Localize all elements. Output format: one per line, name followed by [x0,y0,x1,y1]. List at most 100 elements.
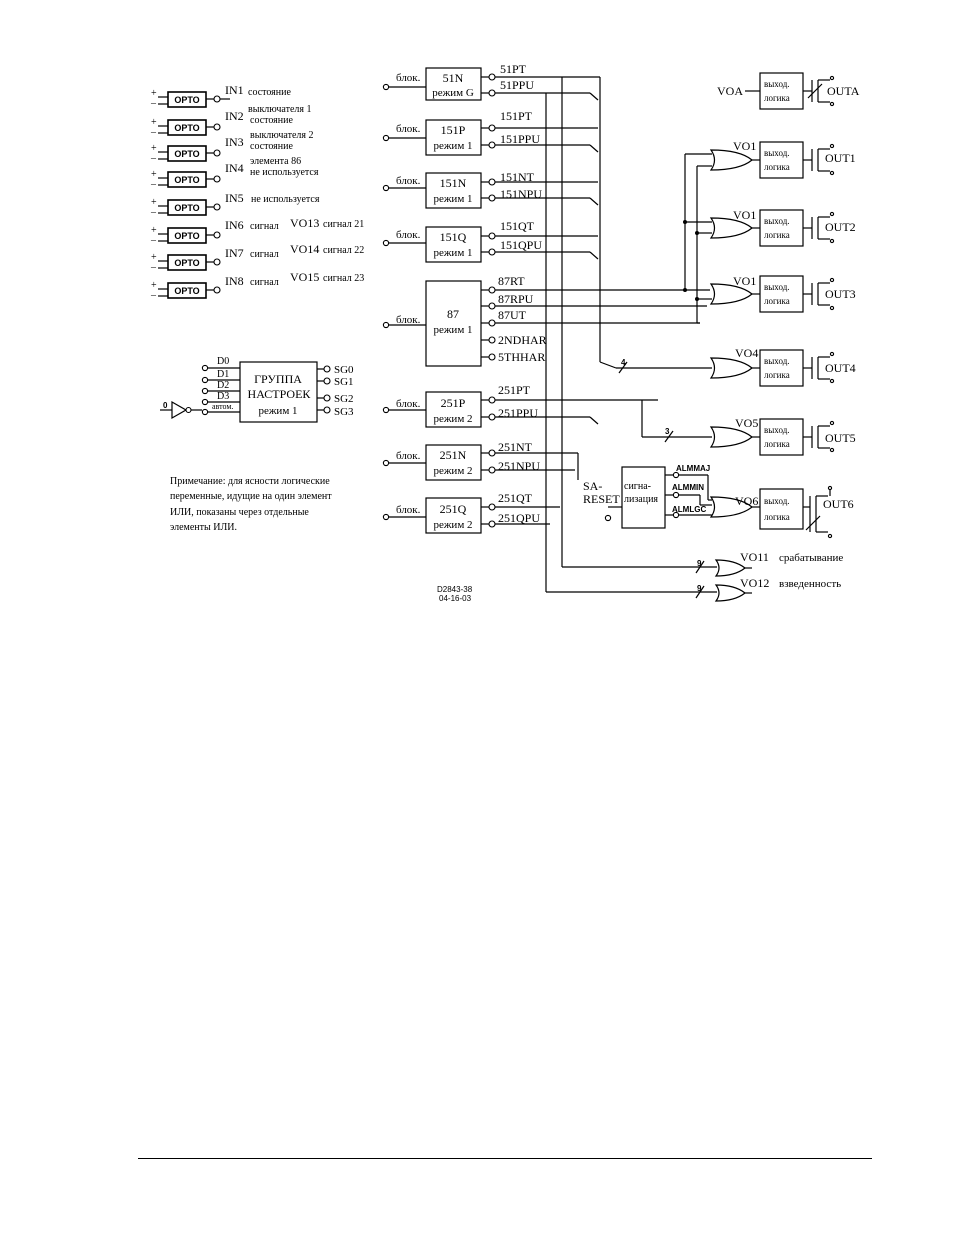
setting-group-outputs: SG0 SG1 SG2 SG3 [317,364,354,418]
note-line: элементы ИЛИ. [170,522,237,533]
input-description: сигнал [250,277,279,288]
output-contact-label: OUT1 [825,151,856,165]
opto-input-row: +– OPTO IN8 сигнал VO15 сигнал 23 [150,270,364,301]
protection-block-box [425,172,482,209]
block-output-label: 251PT [498,383,531,397]
protection-block-251n: блок. 251N режим 2 251NT 251NPU [382,440,540,481]
opto-label: OPTO [174,203,199,213]
block-output-label: 87RT [498,274,525,288]
protection-block-151q: блок. 151Q режим 1 151QT 151QPU [382,219,542,263]
output-logic-label: логика [764,93,790,103]
block-name: 251P [441,396,466,410]
input-id: IN3 [225,135,244,149]
vo-label: VO11 [740,550,769,564]
block-output-label: 251PPU [498,406,538,420]
block-output-label: 51PT [500,62,527,76]
footer-rule [138,1158,872,1159]
output-logic-label: выход. [764,148,790,158]
or-gate [709,217,753,239]
output-logic-label: выход. [764,79,790,89]
vo-description: срабатывание [779,552,843,564]
opto-label: OPTO [174,286,199,296]
output-logic-outa: выход. логика OUTA [745,72,860,110]
protection-block-251q: блок. 251Q режим 2 251QT 251QPU [382,491,540,534]
opto-label: OPTO [174,231,199,241]
opto-input-section: + – OPTO IN1 состояние +– OPTO IN2 выклю… [150,83,364,301]
block-output-label: 251QPU [498,511,540,525]
output-contact-label: OUT2 [825,220,856,234]
note-line: переменные, идущие на один элемент [170,491,332,502]
vo-description: взведенность [779,578,841,590]
block-mode: режим 2 [433,413,472,425]
block-output-label: 151QPU [500,238,542,252]
note-line: Примечание: для ясности логические [170,476,330,487]
opto-label: OPTO [174,258,199,268]
output-logic-column: выход. логика OUTA выход. логика OUT1 вы… [745,72,860,539]
block-mode: режим 2 [433,465,472,477]
block-name: 251Q [440,502,467,516]
output-logic-box [759,418,804,456]
setting-output-label: SG1 [334,376,354,388]
output-contact-label: OUT3 [825,287,856,301]
output-contact-label: OUTA [827,84,860,98]
input-id: IN8 [225,274,244,288]
protection-block-box [425,226,482,263]
setting-input-label: D2 [217,380,229,391]
block-input-label: блок. [396,72,421,84]
block-output-label: 251NT [498,440,533,454]
vo-label: VO1 [733,208,756,222]
setting-input-label: D1 [217,369,229,380]
block-output-label: 151NT [500,170,535,184]
signal-wiring: 4 3 9 9 [495,76,717,599]
output-logic-box [759,72,804,110]
block-output-label: 151QT [500,219,535,233]
or-gate [709,283,753,305]
svg-text:+: + [151,225,157,236]
vo-label: VOA [717,84,743,98]
block-mode: режим G [432,87,474,99]
drawing-id: D2843-38 04-16-03 [437,585,473,603]
setting-input-label: автом. [212,402,233,411]
svg-text:–: – [150,262,157,273]
vo-label: VO1 [733,139,756,153]
bus-count-label: 4 [621,358,626,367]
alarm-title: лизация [624,494,658,505]
svg-text:–: – [150,235,157,246]
input-id: IN4 [225,161,244,175]
protection-block-151n: блок. 151N режим 1 151NT 151NPU [382,170,542,209]
protection-blocks: блок. 51N режим G 51PT 51PPU блок. 151P … [382,62,547,534]
protection-block-box [425,67,482,101]
output-logic-label: логика [764,162,790,172]
bus-count-label: 9 [697,584,702,593]
setting-group-box [239,361,318,423]
block-input-label: блок. [396,398,421,410]
sa-reset-label: RESET [583,492,620,506]
block-output-label: 151PT [500,109,533,123]
virtual-output-description: сигнал 23 [323,273,364,284]
alarm-title: сигна- [624,481,651,492]
output-contact-label: OUT4 [825,361,856,375]
setting-group-block: ГРУППА НАСТРОЕК режим 1 D0 D1 D2 D3 авто… [160,356,354,423]
bus-count-label: 3 [665,427,670,436]
block-name: 151P [441,123,466,137]
block-name: 251N [440,448,467,462]
input-description: состояние [248,87,291,98]
input-description: не используется [251,194,320,205]
block-mode: режим 1 [433,324,472,336]
sa-reset-label: SA- [583,479,602,493]
alarm-output-label: ALMMIN [672,483,704,492]
alarm-box [621,466,666,529]
svg-text:+: + [151,117,157,128]
block-input-label: блок. [396,175,421,187]
protection-block-box [425,280,482,367]
svg-text:+: + [151,280,157,291]
input-id: IN2 [225,109,244,123]
or-gate [714,584,746,602]
output-logic-label: выход. [764,282,790,292]
output-logic-label: выход. [764,496,790,506]
output-logic-label: логика [764,296,790,306]
svg-text:+: + [151,143,157,154]
